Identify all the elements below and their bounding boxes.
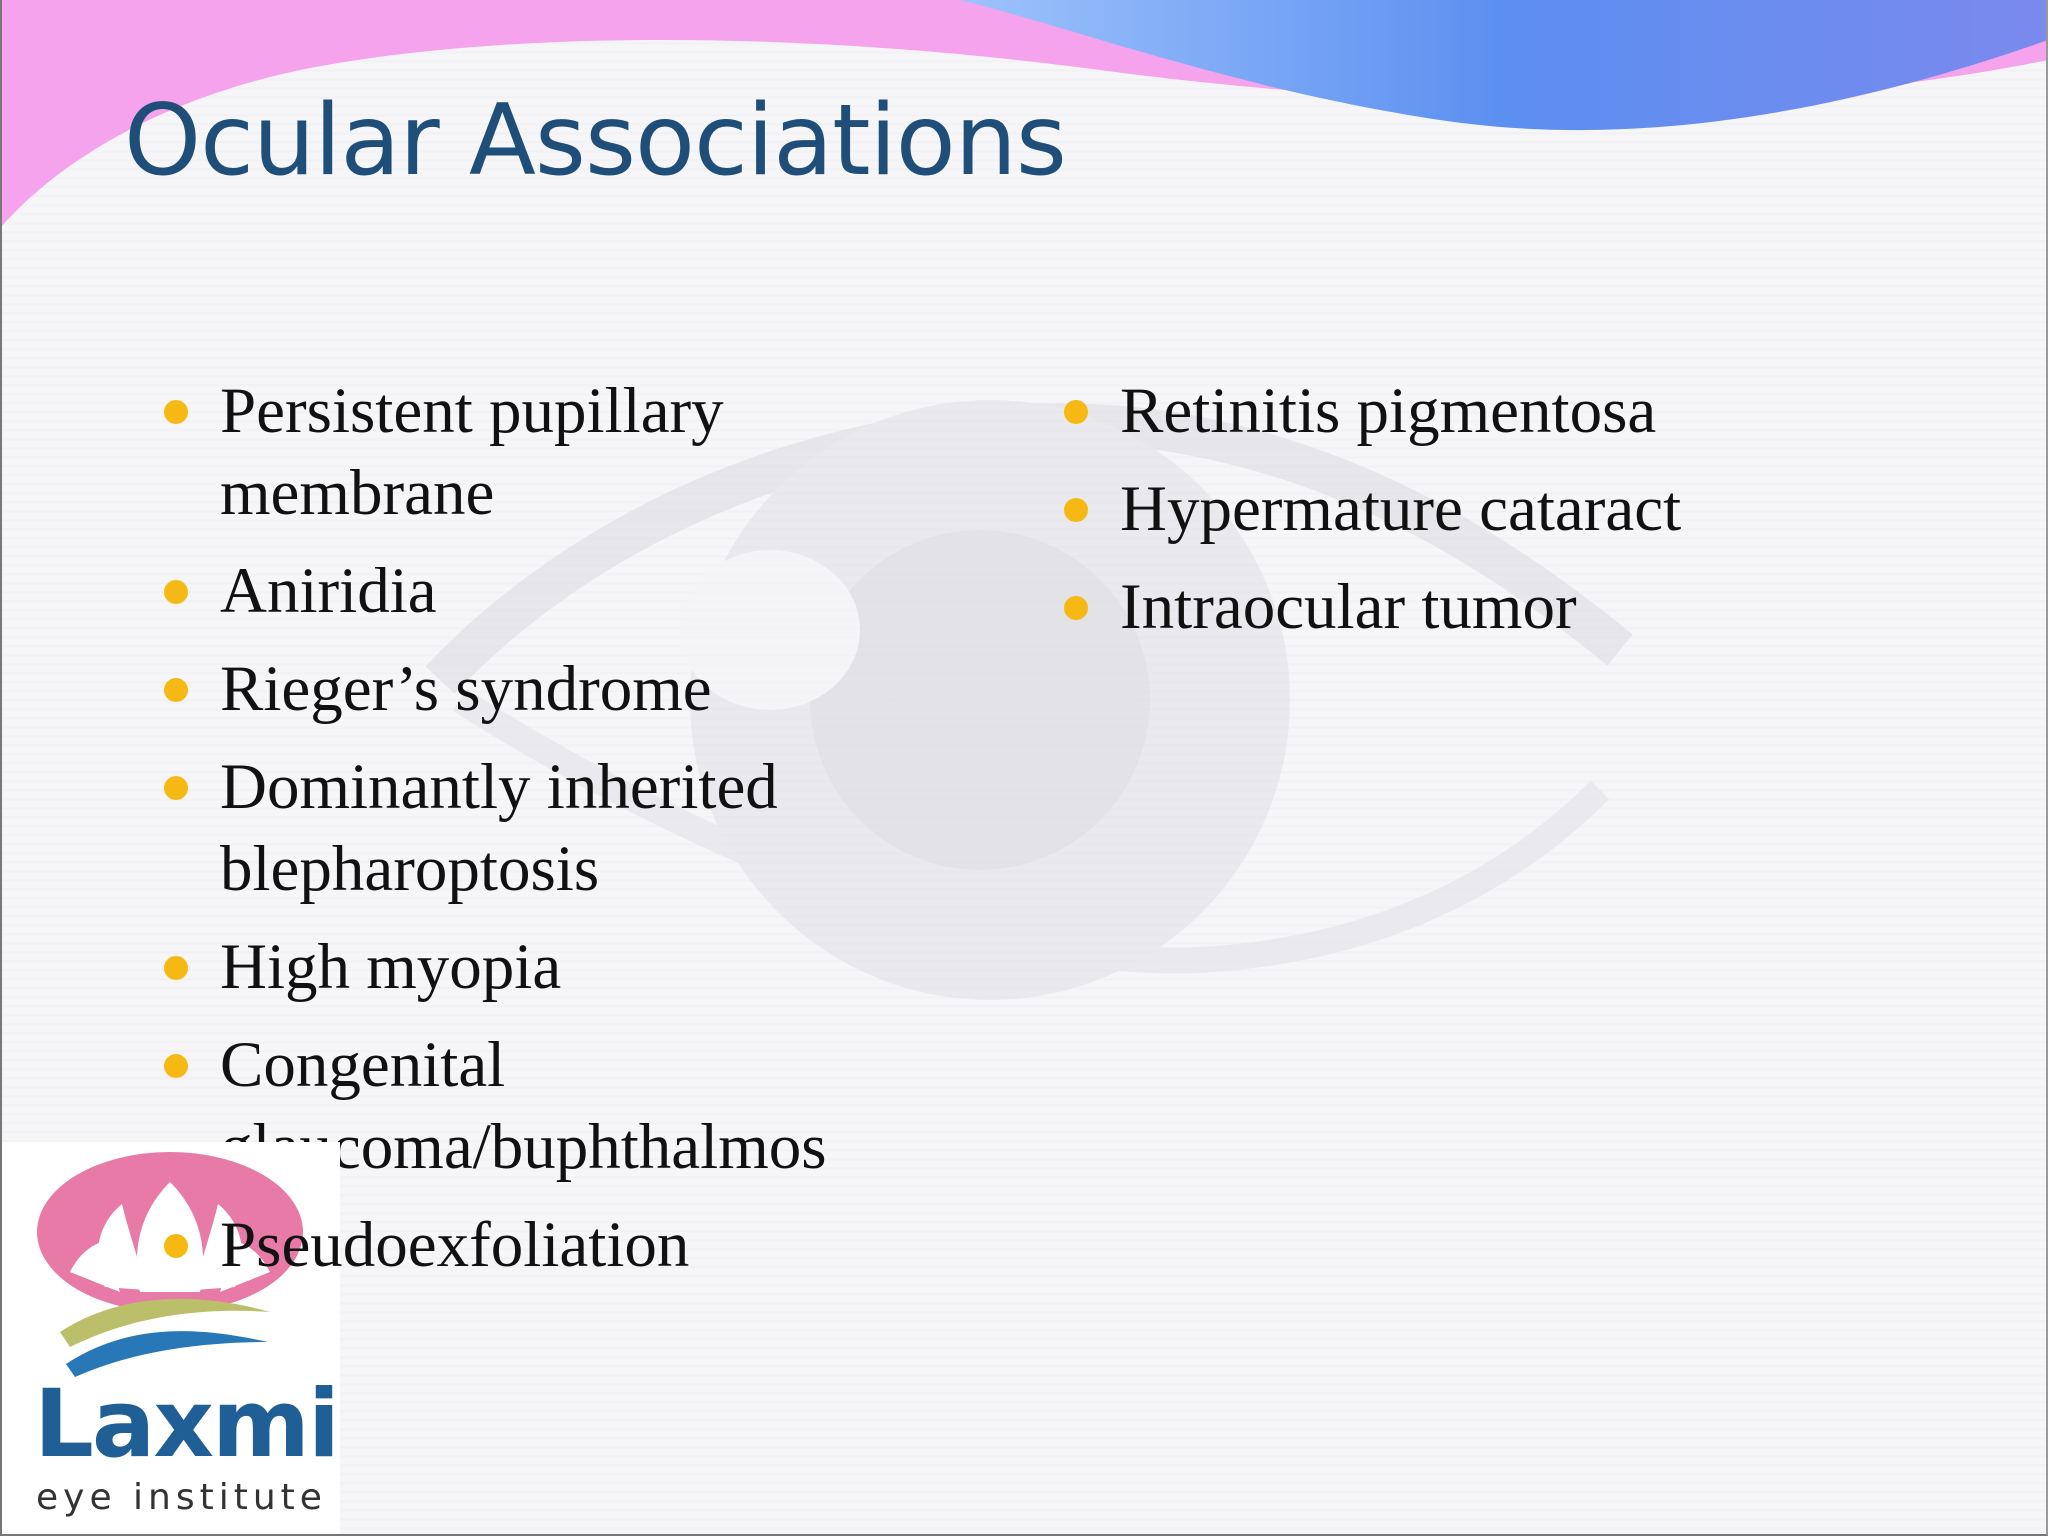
laxmi-logo: Laxmi eye institute [0,1142,340,1536]
bullet-dot-icon [1064,596,1088,620]
bullet-dot-icon [164,400,188,424]
list-item-text: Aniridia [220,555,437,627]
list-item: Intraocular tumor [1060,566,1960,648]
left-bullet-list: Persistent pupillary membrane Aniridia R… [160,370,980,1302]
bullet-dot-icon [164,956,188,980]
right-bullet-list: Retinitis pigmentosa Hypermature catarac… [1060,370,1960,664]
list-item: Aniridia [160,550,980,632]
list-item: Dominantly inherited blepharoptosis [160,746,980,910]
eye-watermark-icon [425,400,1633,1000]
list-item: Pseudoexfoliation [160,1204,980,1286]
list-item-text: Pseudoexfoliation [220,1209,690,1281]
lotus-logo-icon [37,1152,303,1377]
bullet-dot-icon [164,776,188,800]
list-item: Persistent pupillary membrane [160,370,980,534]
list-item-text: Intraocular tumor [1120,571,1577,643]
list-item-text: Dominantly inherited blepharoptosis [220,751,778,905]
bullet-dot-icon [1064,498,1088,522]
list-item: High myopia [160,926,980,1008]
bullet-dot-icon [164,678,188,702]
logo-tagline: eye institute [36,1477,327,1518]
list-item: Retinitis pigmentosa [1060,370,1960,452]
header-wave [0,0,2048,228]
list-item: Rieger’s syndrome [160,648,980,730]
list-item-text: Rieger’s syndrome [220,653,712,725]
list-item-text: Hypermature cataract [1120,473,1682,545]
bullet-dot-icon [164,580,188,604]
list-item-text: Persistent pupillary membrane [220,375,724,529]
bullet-dot-icon [164,1234,188,1258]
bullet-dot-icon [1064,400,1088,424]
slide-title: Ocular Associations [124,84,1067,198]
list-item-text: High myopia [220,931,562,1003]
list-item-text: Retinitis pigmentosa [1120,375,1657,447]
logo-name: Laxmi [34,1370,340,1479]
bullet-dot-icon [164,1054,188,1078]
list-item: Hypermature cataract [1060,468,1960,550]
